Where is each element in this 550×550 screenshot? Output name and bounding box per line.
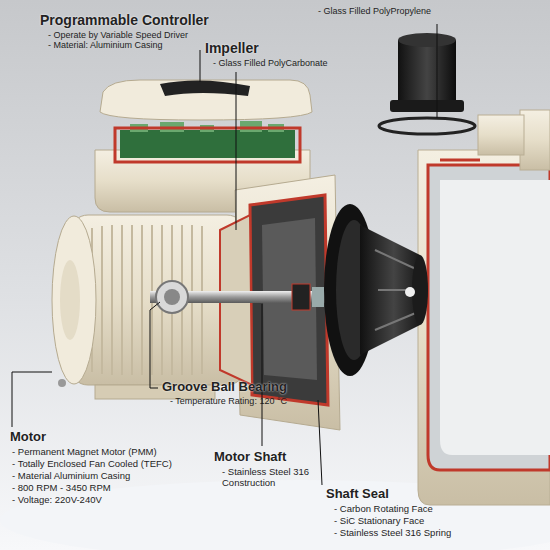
part-name: Impeller [205, 40, 259, 56]
spec-text: - Glass Filled PolyPropylene [318, 6, 431, 16]
motor-body [52, 215, 245, 399]
strainer-housing [418, 110, 550, 505]
part-name: Programmable Controller [40, 12, 209, 28]
spec-text: - Material Aluminium Casing [12, 471, 130, 482]
spec-text: - Permanent Magnet Motor (PMM) [12, 447, 157, 458]
spec-text: - SiC Stationary Face [334, 516, 424, 527]
spec-text: - Totally Enclosed Fan Cooled (TEFC) [12, 459, 172, 470]
leader-lines [12, 24, 437, 485]
spec-text: - Operate by Variable Speed Driver [48, 30, 188, 40]
part-name: Motor Shaft [214, 450, 286, 465]
spec-text: - Stainless Steel 316 Spring [334, 528, 451, 539]
part-name: Motor [10, 430, 46, 445]
part-name: Groove Ball Bearing [162, 380, 287, 395]
spec-text: - Voltage: 220V-240V [12, 495, 102, 506]
impeller [324, 204, 428, 376]
spec-text: - Glass Filled PolyCarbonate [213, 58, 328, 68]
spec-text: - Stainless Steel 316 Construction [222, 467, 310, 489]
strainer-lid [379, 33, 475, 134]
part-name: Shaft Seal [326, 487, 389, 502]
spec-text: - 800 RPM - 3450 RPM [12, 483, 111, 494]
spec-text: - Material: Aluminium Casing [48, 40, 163, 50]
spec-text: - Temperature Rating: 120 °C [170, 396, 287, 406]
spec-text: - Carbon Rotating Face [334, 504, 433, 515]
